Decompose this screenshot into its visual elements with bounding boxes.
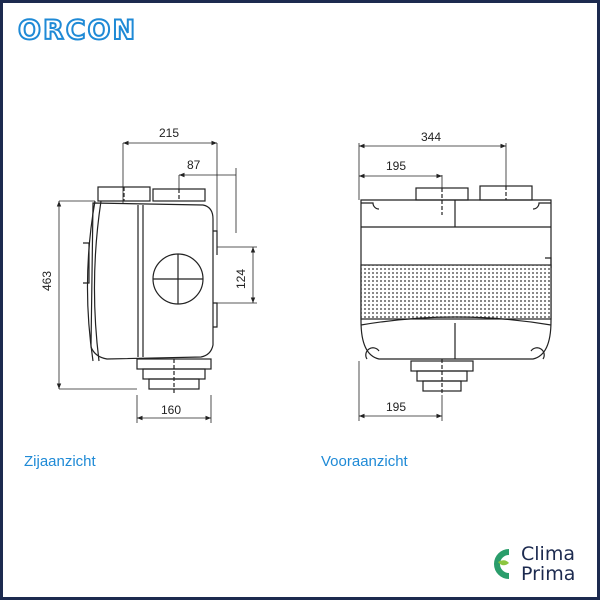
clima-prima-logo: Clima Prima [489, 544, 575, 584]
front-view-caption: Vooraanzicht [321, 453, 408, 470]
dim-side-124: 124 [234, 269, 248, 289]
dim-side-87: 87 [187, 158, 201, 172]
dim-front-195-top: 195 [386, 159, 406, 173]
dim-side-215: 215 [159, 126, 179, 140]
front-view-drawing [360, 185, 552, 395]
side-view-caption: Zijaanzicht [24, 453, 96, 470]
side-view-drawing [83, 186, 218, 395]
orcon-logo: ORCON [17, 14, 138, 47]
leaf-c-icon [494, 549, 510, 579]
dim-front-195-bottom: 195 [386, 400, 406, 414]
dim-front-344: 344 [421, 130, 441, 144]
dim-side-160: 160 [161, 403, 181, 417]
front-view-dimensions [358, 143, 507, 421]
brand-line-1: Clima [521, 543, 575, 565]
dim-side-463: 463 [40, 271, 54, 291]
brand-line-2: Prima [521, 563, 576, 585]
technical-drawing: 215 87 463 124 160 [40, 126, 552, 423]
side-view-dimensions [56, 140, 257, 423]
